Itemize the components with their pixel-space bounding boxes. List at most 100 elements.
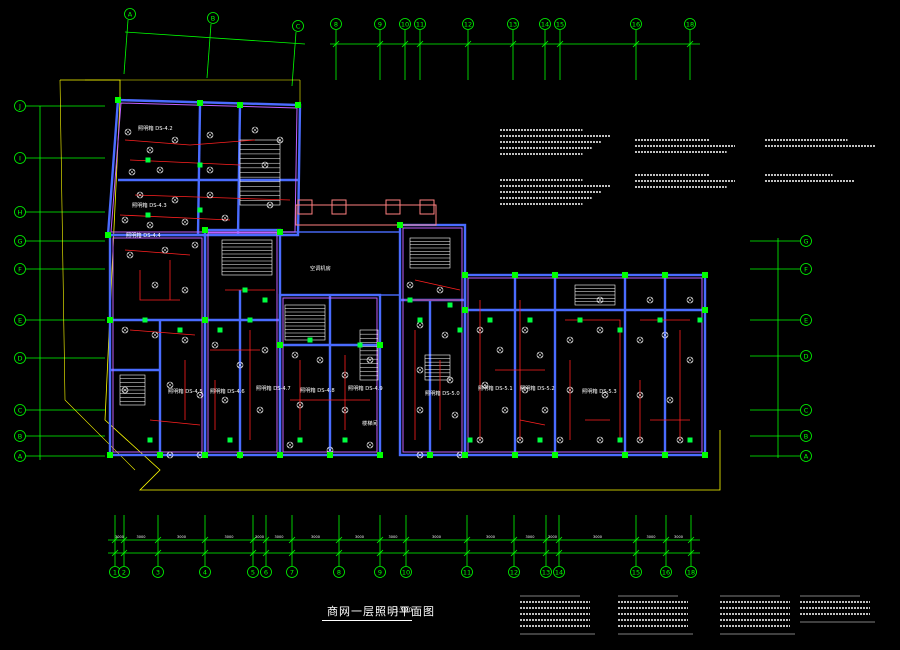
light-fixture-icon — [481, 381, 489, 389]
axis-bubble-bottom-4: 4 — [199, 566, 211, 578]
svg-text:3000: 3000 — [526, 535, 535, 539]
switch-icon — [537, 437, 543, 443]
light-fixture-icon — [146, 146, 154, 154]
svg-text:13: 13 — [509, 20, 517, 28]
svg-text:9: 9 — [378, 568, 382, 576]
column-mark — [197, 100, 203, 106]
svg-text:J: J — [18, 102, 21, 110]
light-fixture-icon — [341, 371, 349, 379]
svg-text:3: 3 — [156, 568, 160, 576]
light-fixture-icon — [166, 381, 174, 389]
light-fixture-icon — [366, 356, 374, 364]
switch-icon — [262, 297, 268, 303]
svg-text:E: E — [804, 316, 808, 324]
svg-text:14: 14 — [555, 568, 563, 576]
room-label: 照明箱 DS-4.5 — [168, 387, 203, 395]
switch-icon — [457, 327, 463, 333]
svg-text:18: 18 — [687, 568, 695, 576]
column-mark — [622, 272, 628, 278]
axis-bubble-bottom-10: 10 — [400, 566, 412, 578]
svg-text:3000: 3000 — [115, 535, 124, 539]
light-fixture-icon — [646, 296, 654, 304]
svg-text:10: 10 — [401, 20, 409, 28]
room-label: 照明箱 DS-4.3 — [132, 201, 167, 209]
column-mark — [295, 102, 301, 108]
svg-text:B: B — [18, 432, 22, 440]
room-label: 照明箱 DS-4.8 — [300, 386, 335, 394]
light-fixture-icon — [661, 331, 669, 339]
axis-bubble-right-A-8: A — [800, 450, 812, 462]
light-fixture-icon — [556, 436, 564, 444]
light-fixture-icon — [161, 246, 169, 254]
svg-text:15: 15 — [556, 20, 564, 28]
light-fixture-icon — [221, 396, 229, 404]
column-mark — [702, 452, 708, 458]
axis-bubble-left-B-9: B — [14, 430, 26, 442]
light-fixture-icon — [406, 281, 414, 289]
switch-icon — [197, 207, 203, 213]
svg-text:1: 1 — [113, 568, 117, 576]
room-label: 照明箱 DS-5.1 — [478, 384, 513, 392]
svg-text:3000: 3000 — [275, 535, 284, 539]
svg-text:F: F — [804, 265, 808, 273]
axis-bubble-top-18: 18 — [684, 18, 696, 30]
light-fixture-icon — [416, 406, 424, 414]
svg-text:A: A — [804, 452, 809, 460]
light-fixture-icon — [196, 391, 204, 399]
light-fixture-icon — [496, 346, 504, 354]
svg-text:7: 7 — [290, 568, 294, 576]
svg-text:3000: 3000 — [389, 535, 398, 539]
room-label: 照明箱 DS-4.2 — [138, 124, 173, 132]
light-fixture-icon — [416, 451, 424, 459]
axis-bubble-bottom-3: 3 — [152, 566, 164, 578]
svg-text:A: A — [18, 452, 23, 460]
column-mark — [327, 452, 333, 458]
svg-text:15: 15 — [632, 568, 640, 576]
light-fixture-icon — [191, 241, 199, 249]
axis-bubble-right-D-4: D — [800, 350, 812, 362]
switch-icon — [307, 337, 313, 343]
svg-text:5: 5 — [251, 568, 255, 576]
switch-icon — [242, 287, 248, 293]
svg-text:12: 12 — [510, 568, 518, 576]
axis-bubble-bottom-7: 7 — [286, 566, 298, 578]
drawing-title: 商网一层照明平面图 — [327, 605, 435, 618]
svg-text:9: 9 — [378, 20, 382, 28]
svg-text:3000: 3000 — [432, 535, 441, 539]
room-label: 照明箱 DS-4.6 — [210, 387, 245, 395]
svg-text:10: 10 — [402, 568, 410, 576]
column-mark — [622, 452, 628, 458]
light-fixture-icon — [251, 126, 259, 134]
axis-bubble-bottom-1: 1 — [109, 566, 121, 578]
axis-bubble-bottom-13: 13 — [540, 566, 552, 578]
svg-text:6: 6 — [264, 568, 268, 576]
light-fixture-icon — [126, 251, 134, 259]
column-mark — [552, 452, 558, 458]
axis-bubble-left-I-1: I — [14, 152, 26, 164]
light-fixture-icon — [476, 326, 484, 334]
axis-bubble-right-F-1: F — [800, 263, 812, 275]
light-fixture-icon — [566, 336, 574, 344]
svg-text:3000: 3000 — [593, 535, 602, 539]
svg-text:A: A — [128, 10, 133, 18]
light-fixture-icon — [366, 441, 374, 449]
light-fixture-icon — [541, 406, 549, 414]
switch-icon — [247, 317, 253, 323]
svg-text:3000: 3000 — [548, 535, 557, 539]
light-fixture-icon — [521, 326, 529, 334]
axis-bubble-right-C-5: C — [800, 404, 812, 416]
light-fixture-icon — [136, 191, 144, 199]
axis-bubble-left-A-10: A — [14, 450, 26, 462]
svg-text:3000: 3000 — [225, 535, 234, 539]
axis-bubble-top-left-A: A — [124, 8, 136, 20]
light-fixture-icon — [206, 166, 214, 174]
light-fixture-icon — [436, 286, 444, 294]
axis-bubble-bottom-11: 11 — [461, 566, 473, 578]
axis-bubble-top-14: 14 — [539, 18, 551, 30]
svg-text:13: 13 — [542, 568, 550, 576]
room-label: 照明箱 DS-5.0 — [425, 389, 460, 397]
axis-bubble-bottom-5: 5 — [247, 566, 259, 578]
light-fixture-icon — [266, 201, 274, 209]
